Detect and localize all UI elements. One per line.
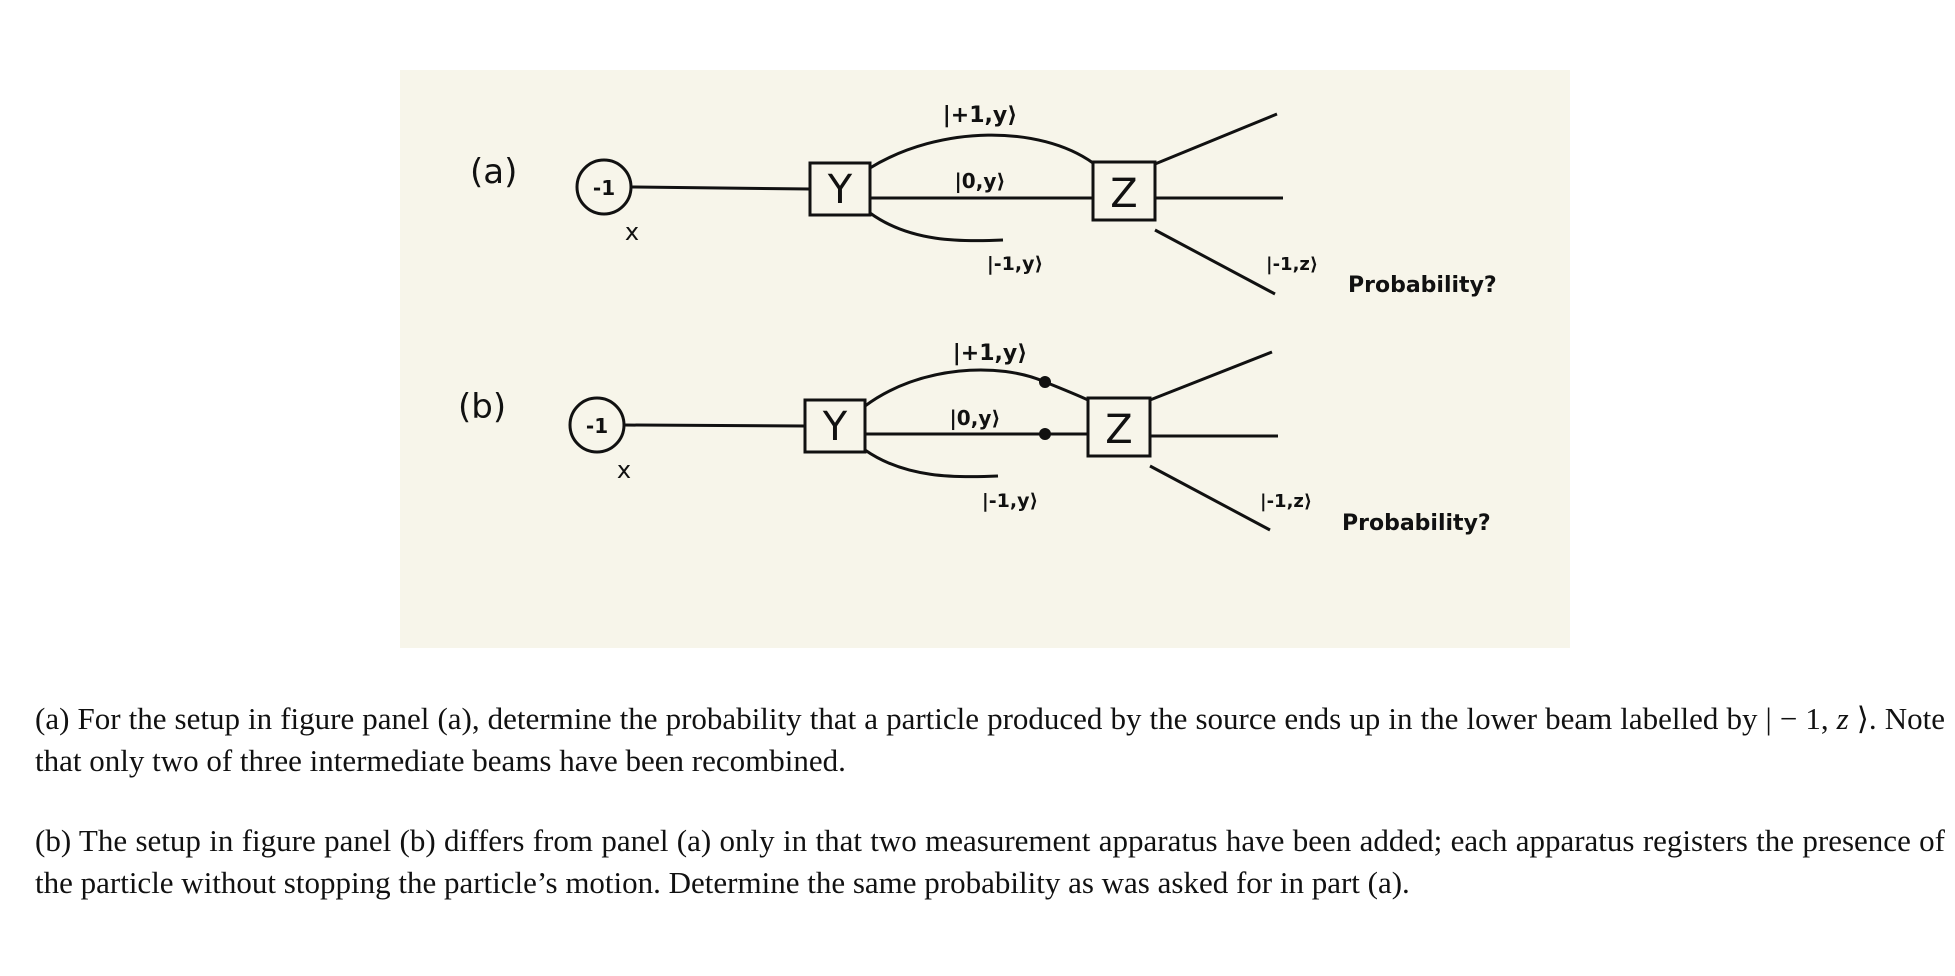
question-text: (a) For the setup in figure panel (a), d…: [35, 698, 1945, 942]
panel-b-y-label: Y: [822, 404, 848, 450]
panel-a-input-beam: [630, 185, 811, 191]
panel-a-beam-mid-label: |0,y⟩: [955, 169, 1006, 193]
panel-b-z-label: Z: [1105, 407, 1132, 453]
panel-b-out-plus: [1149, 350, 1273, 402]
panel-b-bottom-beam: [864, 448, 999, 479]
part-a-ket-open: | − 1,: [1765, 701, 1837, 736]
panel-a-y-label: Y: [827, 167, 853, 213]
panel-a-output-label: |-1,z⟩: [1266, 254, 1318, 275]
question-part-a: (a) For the setup in figure panel (a), d…: [35, 698, 1945, 782]
panel-a-out-plus: [1154, 112, 1278, 166]
panel-b-source-axis: x: [617, 456, 631, 484]
part-a-ket-var: z: [1836, 701, 1849, 736]
panel-a-out-minus: [1154, 228, 1276, 296]
panel-a-bottom-beam: [869, 211, 1004, 243]
panel-b-source-value: -1: [586, 414, 608, 438]
panel-b-detector-top: [1039, 376, 1051, 388]
panel-b-out-minus: [1149, 464, 1271, 532]
panel-a-top-beam: [869, 133, 1094, 170]
panel-a-source-axis: x: [625, 218, 639, 246]
panel-a-beam-top-label: |+1,y⟩: [943, 103, 1018, 128]
panel-a: (a) -1 x Y |+1,y⟩ |0,y⟩ |-1,y⟩ Z |-1,z⟩ …: [470, 103, 1497, 298]
figure-panel: (a) -1 x Y |+1,y⟩ |0,y⟩ |-1,y⟩ Z |-1,z⟩ …: [400, 70, 1570, 648]
setup-diagram: (a) -1 x Y |+1,y⟩ |0,y⟩ |-1,y⟩ Z |-1,z⟩ …: [458, 103, 1497, 536]
panel-b-top-beam: [864, 368, 1089, 408]
panel-a-beam-bottom-label: |-1,y⟩: [987, 253, 1043, 275]
panel-b-beam-bottom-label: |-1,y⟩: [982, 490, 1038, 512]
panel-a-z-analyzer: [1091, 160, 1157, 222]
panel-a-source-value: -1: [593, 176, 615, 200]
panel-b-beam-mid-label: |0,y⟩: [950, 406, 1001, 430]
panel-b-beam-top-label: |+1,y⟩: [953, 341, 1028, 366]
question-part-b: (b) The setup in figure panel (b) differ…: [35, 823, 1945, 900]
panel-a-y-analyzer: [808, 161, 872, 217]
panel-b-input-beam: [623, 423, 806, 428]
panel-b-label: (b): [458, 387, 506, 427]
panel-a-z-label: Z: [1110, 171, 1137, 217]
panel-a-label: (a): [470, 152, 517, 192]
panel-b-question: Probability?: [1342, 511, 1491, 536]
panel-b-y-analyzer: [803, 398, 867, 454]
part-a-ket-close: ⟩: [1848, 701, 1869, 736]
part-a-suffix: . Note that only two of three intermedia…: [35, 701, 1945, 778]
panel-b: (b) -1 x Y |+1,y⟩ |0,y⟩ |-1,y⟩ Z |-1,z⟩ …: [458, 341, 1491, 536]
part-a-prefix: (a) For the setup in figure panel (a), d…: [35, 701, 1766, 736]
panel-b-z-analyzer: [1086, 396, 1152, 458]
part-a-ket: | − 1, z ⟩: [1766, 701, 1869, 736]
panel-b-output-label: |-1,z⟩: [1260, 491, 1312, 512]
panel-a-question: Probability?: [1348, 273, 1497, 298]
panel-b-detector-middle: [1039, 428, 1051, 440]
